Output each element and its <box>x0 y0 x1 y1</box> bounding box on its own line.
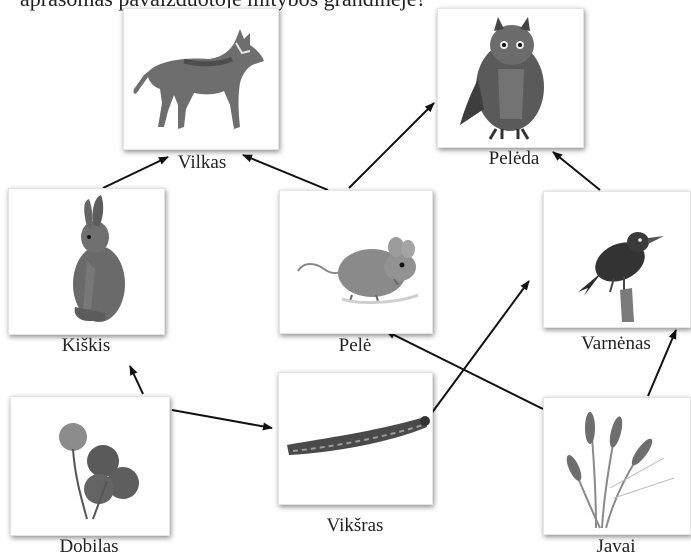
owl-icon <box>438 9 583 147</box>
card-kiskis <box>8 188 165 335</box>
arrow-kiskis-vilkas <box>103 157 168 188</box>
arrow-javai-varnenas <box>648 330 676 396</box>
label-javai: Javai <box>596 536 635 558</box>
arrow-varnenas-peleda <box>553 152 600 190</box>
label-vilkas: Vilkas <box>178 152 226 174</box>
label-pele: Pelė <box>339 335 372 357</box>
arrow-dobilas-viksras <box>172 410 272 428</box>
card-javai <box>543 397 691 535</box>
mouse-icon <box>280 191 432 333</box>
caterpillar-icon <box>279 373 432 504</box>
arrow-pele-vilkas <box>243 155 328 190</box>
clover-icon <box>11 397 169 535</box>
card-pele <box>279 190 433 334</box>
grain-icon <box>544 398 690 534</box>
card-vilkas <box>123 8 279 150</box>
arrow-pele-peleda <box>349 103 434 188</box>
wolf-icon <box>124 9 278 149</box>
label-peleda: Pelėda <box>489 148 540 170</box>
hare-icon <box>9 189 164 334</box>
starling-icon <box>544 192 690 327</box>
card-dobilas <box>10 396 170 536</box>
card-viksras <box>278 372 433 505</box>
label-varnenas: Varnėnas <box>581 333 651 355</box>
label-kiskis: Kiškis <box>62 335 111 357</box>
card-peleda <box>437 8 584 148</box>
card-varnenas <box>543 191 691 328</box>
label-dobilas: Dobilas <box>59 536 118 558</box>
label-viksras: Vikšras <box>327 515 384 537</box>
arrow-dobilas-kiskis <box>130 366 143 394</box>
